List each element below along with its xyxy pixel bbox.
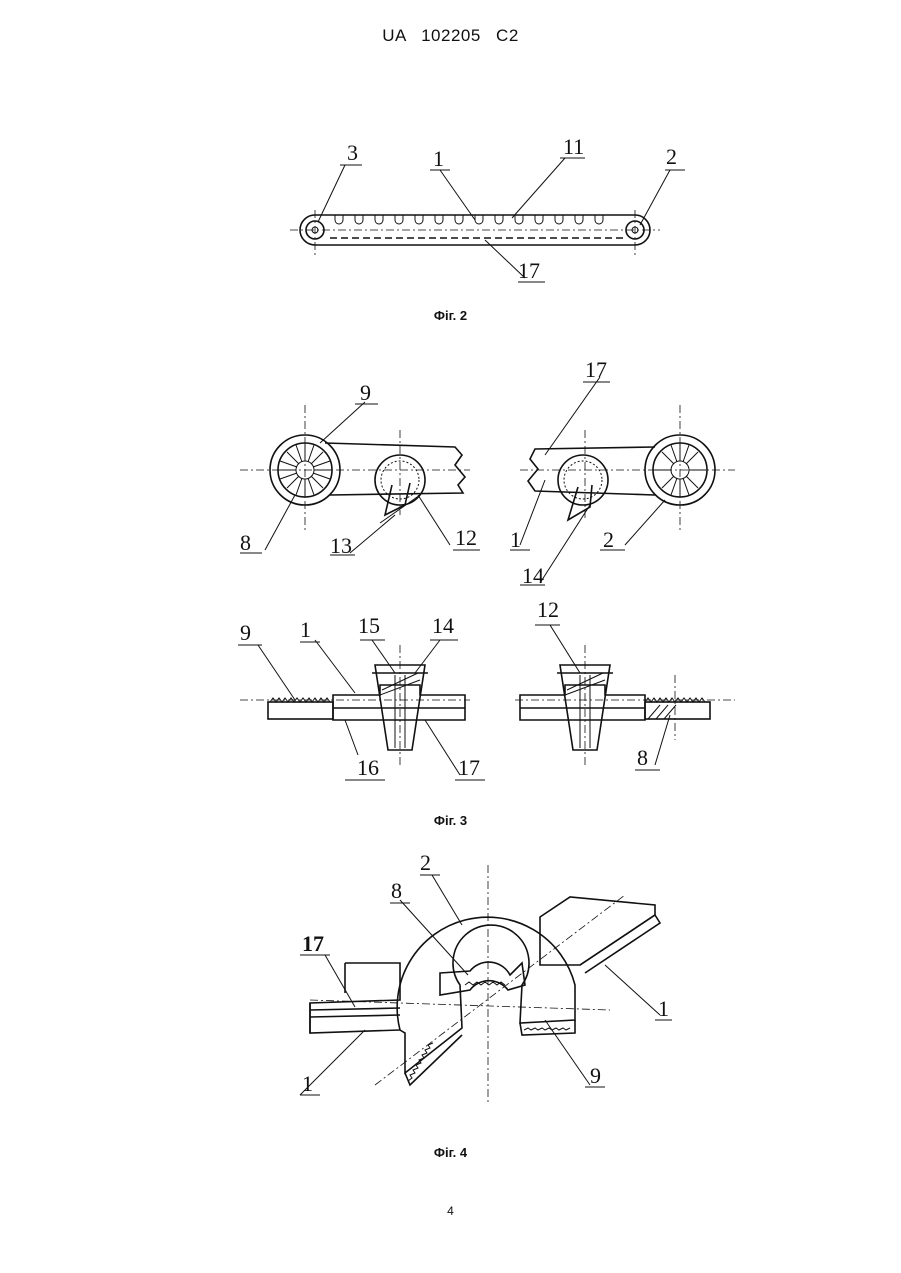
- fig3-label-12-bottom: 12: [537, 597, 559, 622]
- figure-3-drawing: 9 8 13 12 17 1 14 2 9 1 15 14 16 17 12 8: [0, 355, 901, 805]
- figure-2-caption: Фіг. 2: [0, 308, 901, 323]
- fig4-label-9: 9: [590, 1063, 601, 1088]
- fig2-label-2: 2: [666, 144, 677, 169]
- fig4-label-17: 17: [302, 931, 324, 956]
- fig3-label-9-top: 9: [360, 380, 371, 405]
- fig3-label-17-bottom: 17: [458, 755, 480, 780]
- document-header: UA 102205 C2: [0, 26, 901, 46]
- fig4-label-1-left: 1: [302, 1071, 313, 1096]
- fig4-label-2: 2: [420, 850, 431, 875]
- fig4-label-1-right: 1: [658, 996, 669, 1021]
- fig3-label-14-top: 14: [522, 563, 544, 588]
- fig2-label-3: 3: [347, 140, 358, 165]
- fig3-label-14-bottom: 14: [432, 613, 454, 638]
- figure-4-drawing: 2 8 17 1 1 9: [0, 845, 901, 1115]
- fig3-label-15: 15: [358, 613, 380, 638]
- figure-4-caption: Фіг. 4: [0, 1145, 901, 1160]
- fig4-label-8: 8: [391, 878, 402, 903]
- fig3-label-12-top: 12: [455, 525, 477, 550]
- figure-2-drawing: 3 1 11 2 17: [0, 130, 901, 300]
- fig3-label-1-top: 1: [510, 527, 521, 552]
- fig2-label-17: 17: [518, 258, 540, 283]
- fig3-label-8-bottom: 8: [637, 745, 648, 770]
- fig3-label-9-bottom: 9: [240, 620, 251, 645]
- fig3-label-13: 13: [330, 533, 352, 558]
- fig3-label-17-top: 17: [585, 357, 607, 382]
- fig3-label-2-top: 2: [603, 527, 614, 552]
- page-number: 4: [0, 1204, 901, 1218]
- figure-3-caption: Фіг. 3: [0, 813, 901, 828]
- fig2-label-1: 1: [433, 146, 444, 171]
- fig2-label-11: 11: [563, 134, 584, 159]
- fig3-label-8-top: 8: [240, 530, 251, 555]
- fig3-label-16: 16: [357, 755, 379, 780]
- fig3-label-1-bottom: 1: [300, 617, 311, 642]
